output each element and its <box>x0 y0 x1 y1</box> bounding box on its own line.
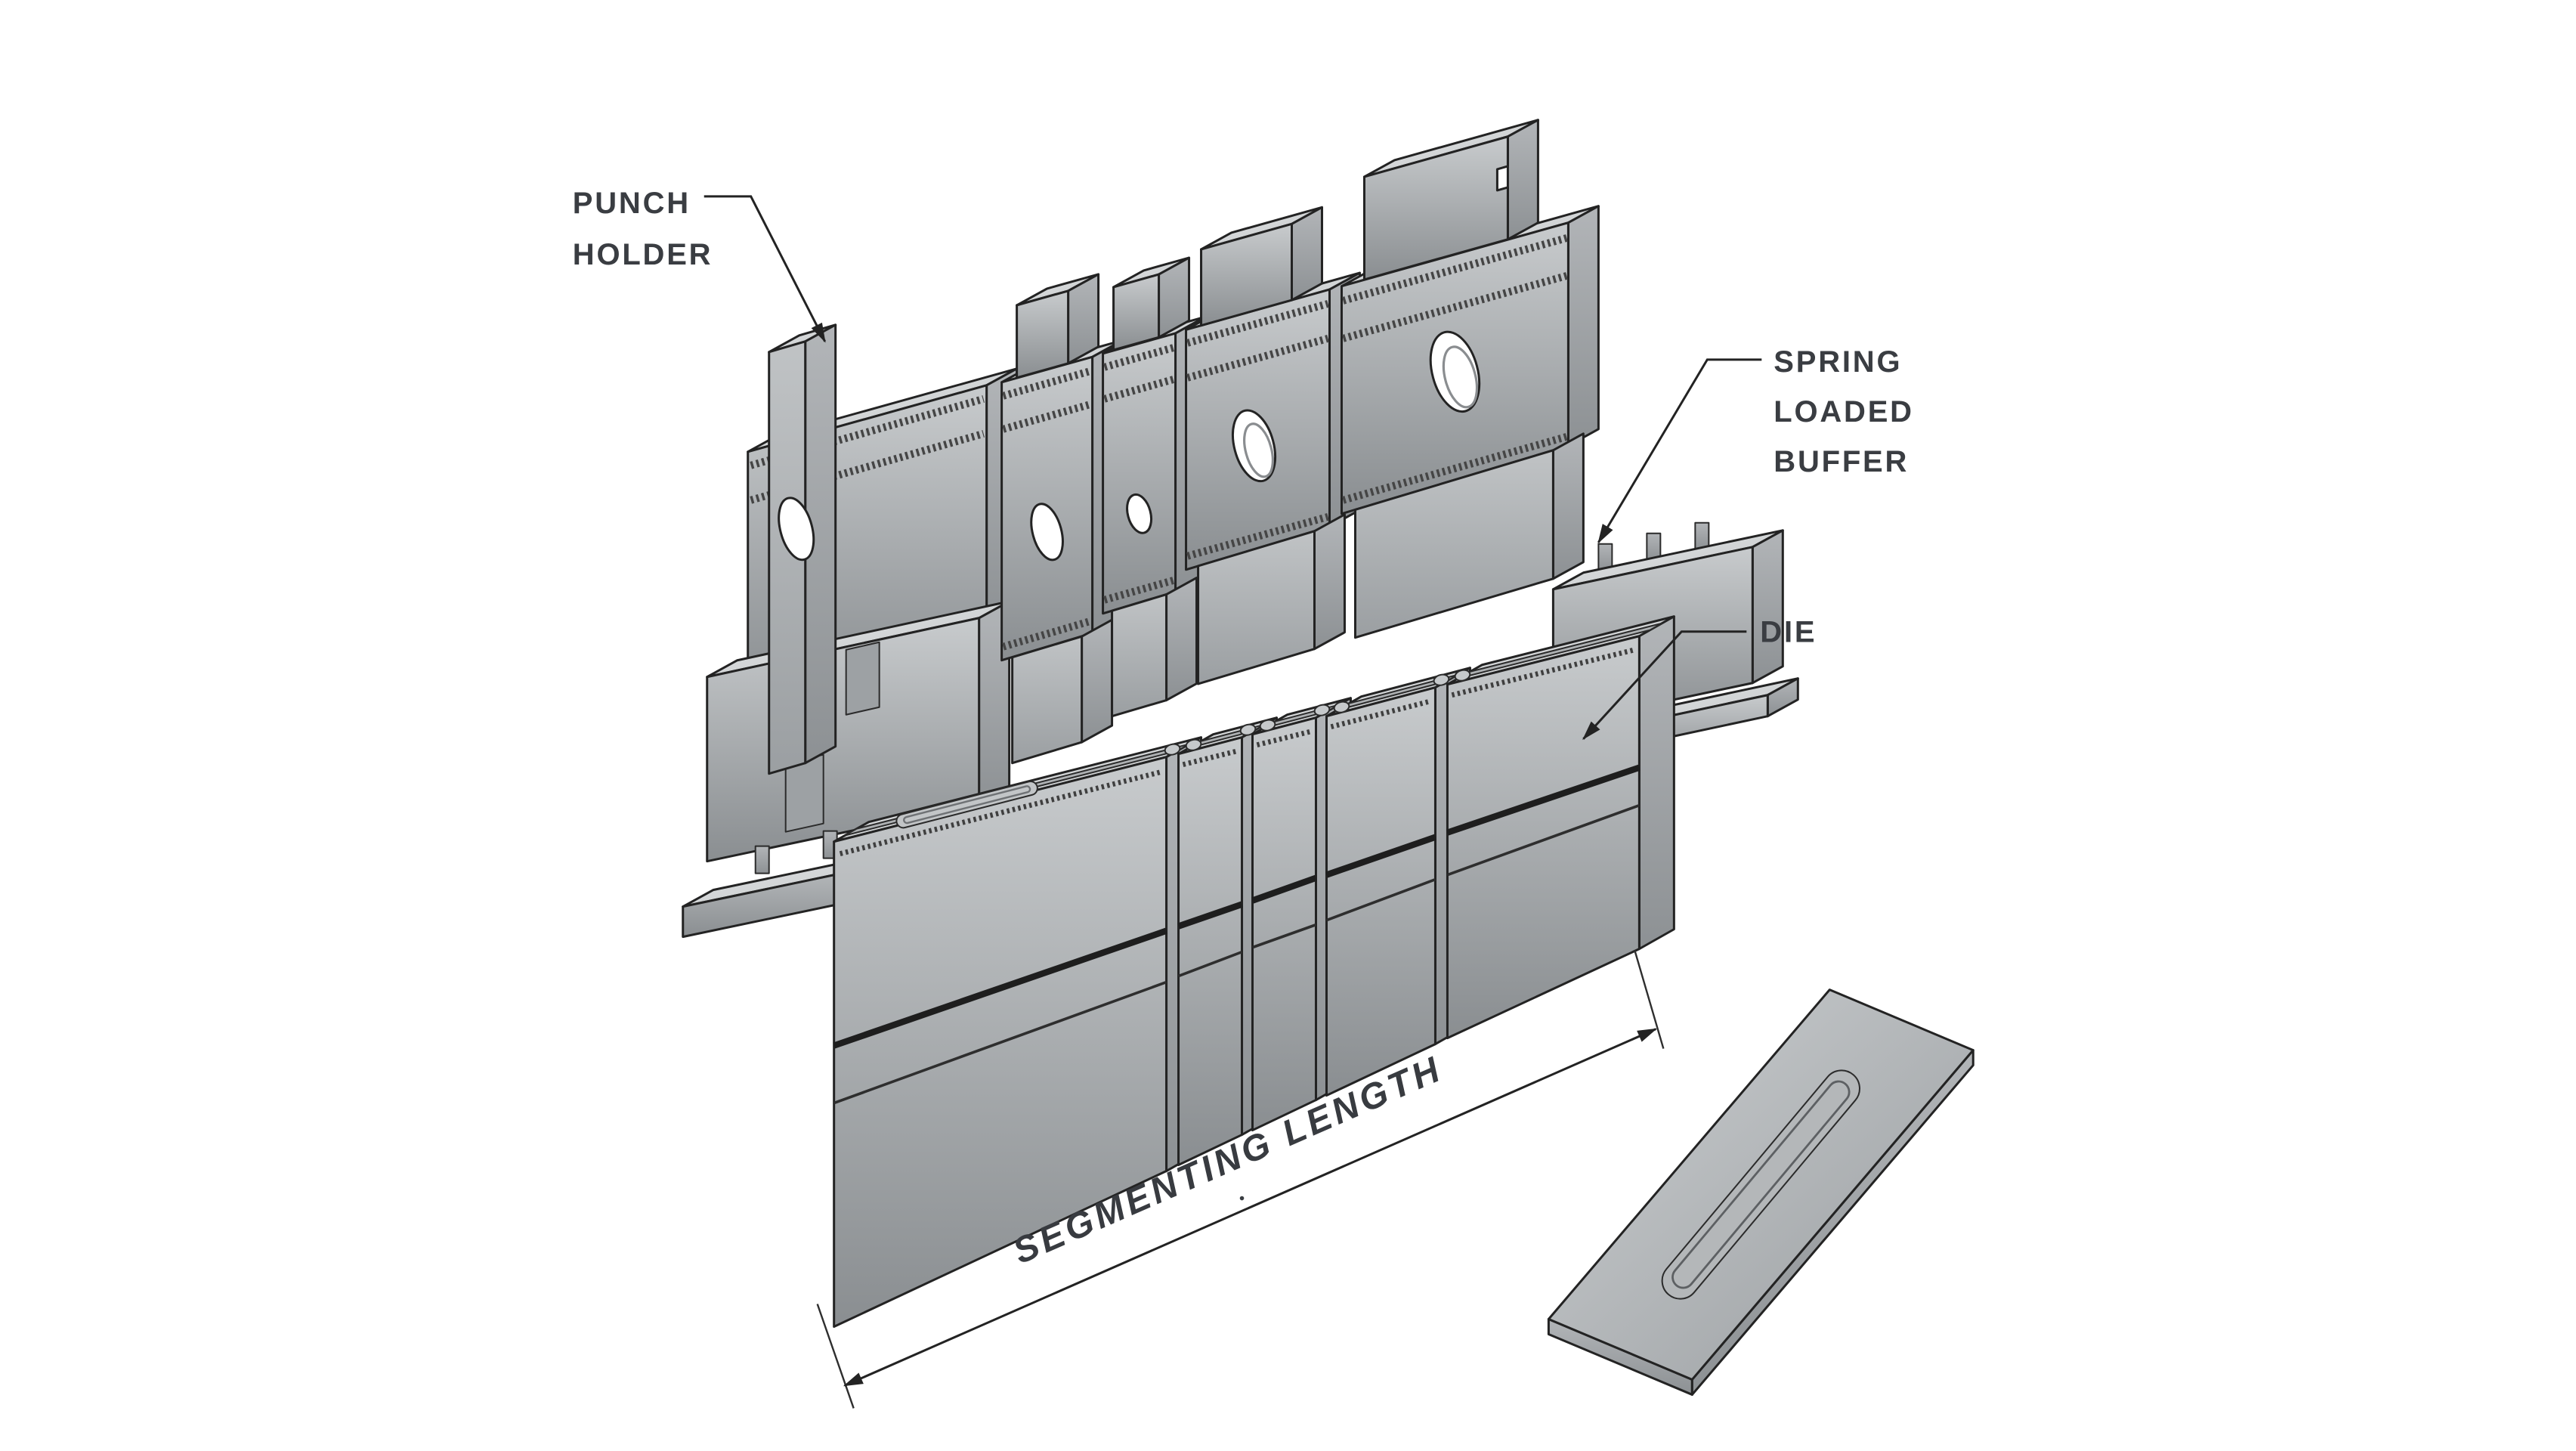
buffer-block-side-face <box>1751 529 1784 685</box>
die-groove <box>1251 874 1317 904</box>
die-groove <box>1446 764 1641 836</box>
clamp-hatch-band <box>1002 367 1092 400</box>
clamp-hatch-band <box>1186 335 1329 382</box>
die-channel-scallop <box>1333 701 1350 713</box>
punch-tang-front-face <box>768 340 807 775</box>
punch-holder-leader-line <box>704 195 827 343</box>
die-groove <box>1325 877 1436 922</box>
die-channel-scallop <box>1164 743 1181 756</box>
clamp-hatch-band <box>1002 617 1092 651</box>
punch-holder-label-line1: PUNCH <box>573 187 691 220</box>
punch-tang-front-face <box>1200 222 1293 327</box>
clamp-hatch-band <box>1103 576 1175 604</box>
die-channel-scallop <box>1433 673 1450 686</box>
label-punch-holder: PUNCH HOLDER <box>573 187 827 343</box>
die-channel-scallop <box>1454 669 1471 682</box>
punch-holder-label-line2: HOLDER <box>573 238 713 271</box>
clamp-hatch-band <box>1342 433 1568 504</box>
clamp-hatch-band <box>1342 234 1568 305</box>
die-channel-scallop <box>1313 704 1331 716</box>
die-leader-line <box>1582 630 1747 741</box>
die-slot-inner <box>903 785 1031 825</box>
punch-tang-front-face <box>1362 135 1509 281</box>
punch-segment-3 <box>1102 256 1208 718</box>
punch-hole <box>778 497 815 562</box>
buffer-notch <box>845 641 880 716</box>
clamp-hatch-band <box>1186 300 1329 347</box>
punch-tang-front-face <box>1112 273 1161 351</box>
label-die: DIE <box>1582 616 1817 741</box>
punch-blade-side-face <box>1551 432 1585 580</box>
spring-loaded-buffer-label-line1: SPRING <box>1774 345 1902 379</box>
die-groove <box>1251 923 1317 949</box>
die-label: DIE <box>1760 616 1817 649</box>
punch-tang-side-face <box>1290 206 1323 302</box>
clamp-hatch-band <box>1002 401 1092 433</box>
die-side-face <box>1637 615 1675 951</box>
punch-tang-side-face <box>1506 119 1539 241</box>
spring-loaded-buffer-label-line2: LOADED <box>1774 395 1914 428</box>
extension-line-left <box>816 1304 855 1409</box>
spring-loaded-buffer-leader-line <box>1597 358 1762 544</box>
punch-hole <box>1030 503 1064 562</box>
clamp-hatch-band <box>1103 376 1175 403</box>
punch-hole-bore <box>1442 345 1479 409</box>
clamp-hatch-band <box>1103 344 1175 371</box>
punch-blade-side-face <box>1165 577 1198 702</box>
dimension-dot <box>1239 1196 1245 1201</box>
plate-slot-inner <box>1671 1080 1851 1289</box>
punch-tang-front-face <box>1016 289 1070 379</box>
punch-blade-side-face <box>1313 513 1346 651</box>
dimension-line <box>843 1028 1658 1387</box>
punch-segment-1-tang <box>768 323 837 775</box>
punch-blade-front-face <box>1111 593 1168 718</box>
extension-line-right <box>1634 950 1665 1049</box>
die-front-face <box>1446 635 1641 1040</box>
die-chamfer-hatch <box>1182 748 1239 767</box>
punch-hole-bore <box>1243 422 1274 478</box>
die-front-face <box>1177 736 1244 1167</box>
die-chamfer-hatch <box>1451 647 1636 698</box>
clamp-hatch-band <box>1342 272 1568 342</box>
die-front-face <box>1325 686 1436 1097</box>
die-chamfer-hatch <box>1256 729 1313 748</box>
punch-tang-side-face <box>1067 273 1100 365</box>
die-groove <box>1325 834 1436 878</box>
die-groove <box>833 927 1167 1049</box>
backing-plate <box>1547 988 1975 1396</box>
punch-blade-front-face <box>1197 530 1316 685</box>
punch-hole <box>1232 409 1277 483</box>
buffer-pin <box>754 845 770 874</box>
die-channel-scallop <box>1239 723 1257 736</box>
punch-body-side-face <box>1566 205 1600 447</box>
punch-blade-front-face <box>1011 635 1084 765</box>
die-groove <box>1446 803 1640 877</box>
punch-hole <box>1429 330 1481 413</box>
punch-blade-side-face <box>1081 618 1114 744</box>
punch-segment-5 <box>1340 119 1600 639</box>
clamp-hatch-band <box>1186 512 1329 560</box>
punch-segment-4 <box>1185 206 1361 685</box>
die-channel-scallop <box>1185 738 1202 751</box>
die-front-face <box>1251 716 1317 1132</box>
plate-slot <box>1661 1069 1860 1300</box>
punch-hole <box>1126 493 1153 534</box>
spring-loaded-buffer-label-line3: BUFFER <box>1774 445 1909 478</box>
punch-blade-front-face <box>1353 449 1554 639</box>
punch-body-front-face <box>1102 332 1177 615</box>
label-spring-loaded-buffer: SPRING LOADED BUFFER <box>1597 345 1914 544</box>
die-channel-scallop <box>1259 719 1276 732</box>
die-groove <box>1177 950 1243 978</box>
die-groove <box>1177 901 1243 930</box>
punch-segment-2 <box>1000 273 1124 765</box>
die-segment-5 <box>1446 615 1675 1040</box>
